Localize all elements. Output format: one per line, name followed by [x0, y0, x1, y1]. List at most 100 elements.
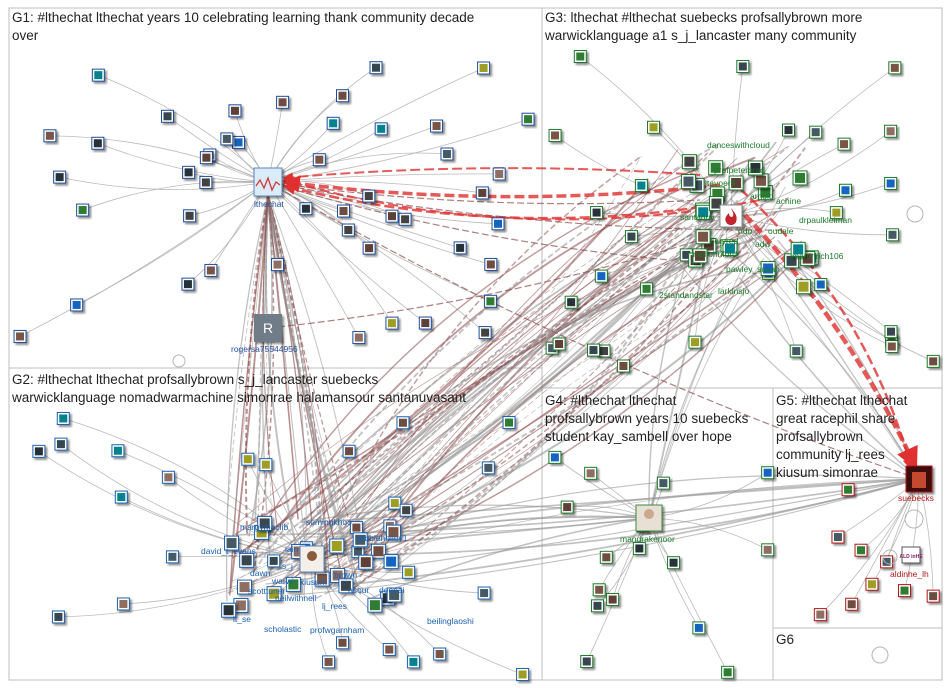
node	[926, 589, 940, 603]
node	[516, 667, 530, 681]
node-label: dawn	[250, 568, 271, 578]
node	[228, 104, 242, 118]
node-label: brown	[334, 570, 357, 580]
panel-g6	[772, 627, 943, 681]
node	[257, 515, 273, 531]
edge	[244, 193, 269, 536]
node	[91, 68, 105, 82]
edge	[82, 179, 269, 211]
edge	[311, 558, 485, 594]
node	[747, 160, 763, 176]
edge	[267, 193, 357, 575]
node	[590, 599, 604, 613]
node	[926, 354, 940, 368]
node	[70, 298, 84, 312]
node-label: larkinsjo	[718, 286, 749, 296]
node	[111, 444, 125, 458]
edge	[371, 514, 650, 599]
hub-kiusum	[299, 545, 325, 573]
group-title-g3: G3: lthechat #lthechat suebecks profsall…	[544, 10, 862, 43]
edge	[267, 193, 299, 520]
node	[367, 597, 383, 613]
node-label: scholastic	[264, 624, 302, 634]
edge	[311, 558, 414, 663]
node	[181, 277, 195, 291]
edges-gray	[19, 56, 934, 675]
edge	[38, 451, 313, 561]
node	[56, 411, 70, 425]
node-label: sumingkhoo	[306, 517, 352, 527]
node	[484, 257, 498, 271]
edge	[321, 201, 710, 533]
edge	[231, 193, 269, 540]
node	[199, 175, 213, 189]
edges-red	[282, 167, 919, 472]
group-title-g1: G1: #lthechat lthechat years 10 celebrat…	[12, 10, 474, 43]
node	[667, 556, 681, 570]
node-label: rogersa75544956	[231, 344, 298, 354]
node	[351, 545, 365, 559]
edge	[730, 130, 891, 217]
node	[266, 586, 282, 602]
node	[564, 295, 578, 309]
edge	[323, 155, 643, 584]
node	[259, 458, 273, 472]
node	[590, 206, 604, 220]
node	[632, 541, 646, 555]
node-label: nsour	[348, 585, 369, 595]
node	[233, 597, 249, 613]
node-label: achine	[776, 196, 801, 206]
node	[521, 112, 535, 126]
hub-fieryred	[719, 204, 743, 228]
node	[728, 175, 744, 191]
edge	[98, 74, 269, 183]
node-label: scotttuner	[248, 586, 285, 596]
edge	[283, 177, 761, 221]
node	[781, 123, 795, 137]
node	[845, 597, 859, 611]
node	[91, 136, 105, 150]
group-panels	[8, 7, 943, 681]
node	[573, 50, 587, 64]
node-label: profwgarnham	[310, 625, 364, 635]
hub-rogersa: R	[254, 314, 282, 342]
node	[221, 602, 237, 618]
node	[829, 206, 843, 220]
node-label: adw	[755, 239, 771, 249]
node	[584, 466, 598, 480]
node	[453, 241, 467, 255]
edge	[282, 175, 721, 199]
edge	[248, 193, 273, 537]
node	[267, 554, 281, 568]
node	[418, 316, 432, 330]
node	[326, 116, 340, 130]
node	[440, 147, 454, 161]
node	[220, 132, 234, 146]
edge	[375, 476, 920, 556]
node-label: ndo	[738, 226, 752, 236]
node	[396, 416, 410, 430]
edge	[739, 277, 920, 480]
flame-logo-icon	[725, 208, 737, 225]
node-label: david_t_evans	[201, 546, 256, 556]
node	[796, 279, 812, 295]
node	[388, 496, 402, 510]
node	[329, 538, 345, 554]
node	[831, 530, 845, 544]
node	[337, 204, 351, 218]
node	[492, 167, 506, 181]
node	[477, 61, 491, 75]
edge	[318, 156, 641, 558]
node	[837, 137, 851, 151]
node	[688, 335, 702, 349]
edge	[267, 181, 701, 205]
node	[784, 253, 800, 269]
node	[656, 476, 670, 490]
edge	[227, 263, 771, 594]
node	[161, 470, 175, 484]
edge	[298, 247, 645, 529]
node-label: s_j	[282, 561, 293, 571]
node	[165, 550, 179, 564]
